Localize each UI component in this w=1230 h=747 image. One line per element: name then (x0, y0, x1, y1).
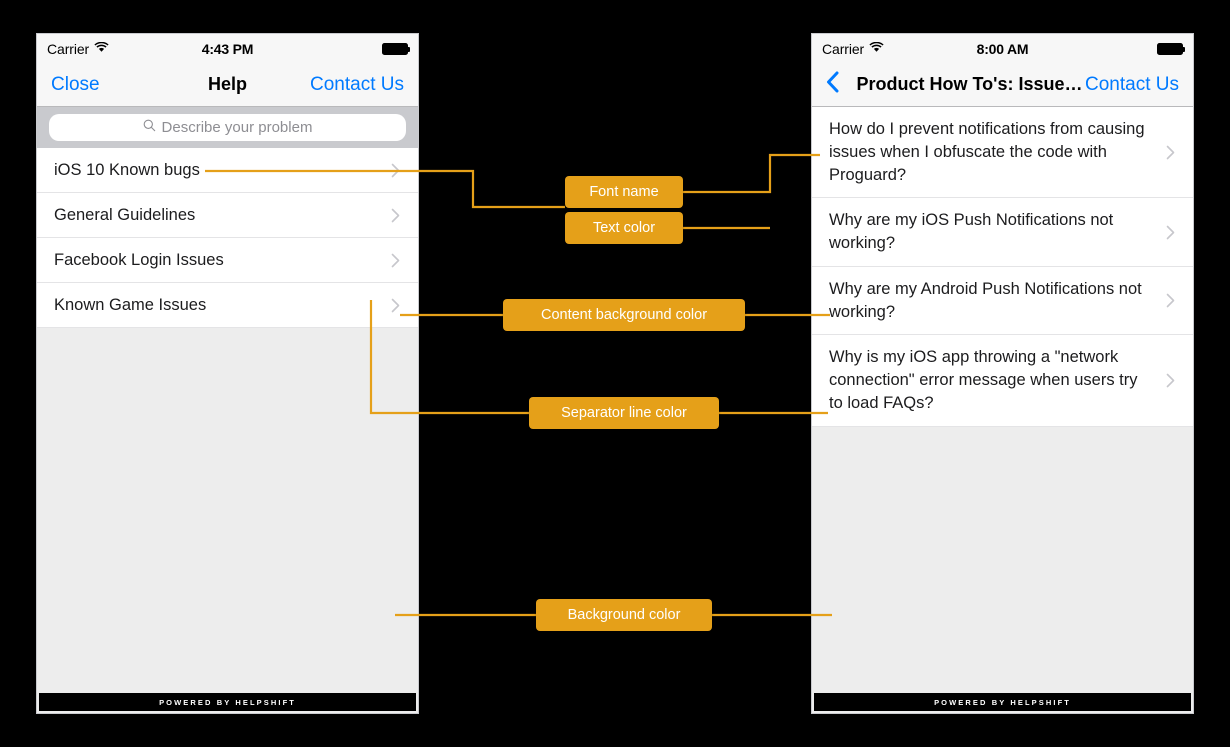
list-item-label: iOS 10 Known bugs (54, 160, 200, 179)
list-item[interactable]: Why are my iOS Push Notifications not wo… (812, 198, 1193, 267)
powered-by-footer-left: POWERED BY HELPSHIFT (39, 693, 416, 711)
content-area-right: How do I prevent notifications from caus… (812, 107, 1193, 693)
list-item-label: Why are my Android Push Notifications no… (829, 279, 1142, 321)
chevron-right-icon (1163, 225, 1177, 240)
battery-icon (382, 42, 410, 55)
nav-bar-left: Close Help Contact Us (37, 63, 418, 107)
list-item-label: General Guidelines (54, 205, 196, 224)
phone-right: Carrier 8:00 AM Product How To's: Issue…… (811, 33, 1194, 714)
contact-us-button-right[interactable]: Contact Us (1085, 73, 1179, 95)
status-right-group (1157, 42, 1185, 55)
list-item[interactable]: Why is my iOS app throwing a "network co… (812, 335, 1193, 427)
powered-by-footer-right: POWERED BY HELPSHIFT (814, 693, 1191, 711)
chevron-right-icon (388, 208, 402, 223)
list-item-label: Why are my iOS Push Notifications not wo… (829, 211, 1114, 253)
contact-us-button-left[interactable]: Contact Us (310, 73, 404, 95)
chevron-right-icon (1163, 373, 1177, 388)
annotation-badge-text-color[interactable]: Text color (565, 212, 683, 244)
list-item[interactable]: Facebook Login Issues (37, 238, 418, 283)
chevron-right-icon (1163, 145, 1177, 160)
footer-label: POWERED BY HELPSHIFT (934, 697, 1071, 707)
list-item-label: Facebook Login Issues (54, 250, 224, 269)
leader-font-name-right (683, 153, 820, 194)
footer-label: POWERED BY HELPSHIFT (159, 697, 296, 707)
faq-section-list: iOS 10 Known bugs General Guidelines Fac… (37, 148, 418, 328)
battery-icon (1157, 42, 1185, 55)
list-item-label: Why is my iOS app throwing a "network co… (829, 348, 1138, 412)
status-bar-right: Carrier 8:00 AM (812, 34, 1193, 63)
status-bar-left: Carrier 4:43 PM (37, 34, 418, 63)
annotation-badge-font-name[interactable]: Font name (565, 176, 683, 208)
chevron-right-icon (1163, 293, 1177, 308)
carrier-label: Carrier (47, 40, 90, 57)
list-item[interactable]: Known Game Issues (37, 283, 418, 328)
list-item-label: How do I prevent notifications from caus… (829, 120, 1145, 184)
search-placeholder: Describe your problem (161, 119, 313, 136)
carrier-label: Carrier (822, 40, 865, 57)
back-button[interactable] (826, 71, 846, 98)
content-area-left: iOS 10 Known bugs General Guidelines Fac… (37, 148, 418, 693)
phone-left: Carrier 4:43 PM Close Help Contact Us (36, 33, 419, 714)
page-title-right: Product How To's: Issue… (856, 74, 1083, 94)
status-right-group (382, 42, 410, 55)
chevron-left-icon (826, 71, 840, 98)
chevron-right-icon (388, 253, 402, 268)
wifi-icon (869, 40, 884, 58)
annotation-badge-background-color[interactable]: Background color (536, 599, 712, 631)
chevron-right-icon (388, 163, 402, 178)
chevron-right-icon (388, 298, 402, 313)
search-icon (143, 119, 156, 137)
faq-list: How do I prevent notifications from caus… (812, 107, 1193, 427)
list-item[interactable]: How do I prevent notifications from caus… (812, 107, 1193, 199)
search-input[interactable]: Describe your problem (49, 114, 406, 141)
list-item[interactable]: Why are my Android Push Notifications no… (812, 266, 1193, 336)
close-button[interactable]: Close (51, 73, 100, 95)
nav-bar-right: Product How To's: Issue… Contact Us (812, 63, 1193, 107)
list-item-label: Known Game Issues (54, 295, 207, 314)
status-left-group: Carrier (47, 40, 109, 58)
wifi-icon (94, 40, 109, 58)
list-item[interactable]: iOS 10 Known bugs (37, 148, 418, 193)
search-bar: Describe your problem (37, 107, 418, 148)
annotation-badge-separator-line-color[interactable]: Separator line color (529, 397, 719, 429)
annotation-badge-content-background-color[interactable]: Content background color (503, 299, 745, 331)
status-left-group: Carrier (822, 40, 884, 58)
list-item[interactable]: General Guidelines (37, 193, 418, 238)
